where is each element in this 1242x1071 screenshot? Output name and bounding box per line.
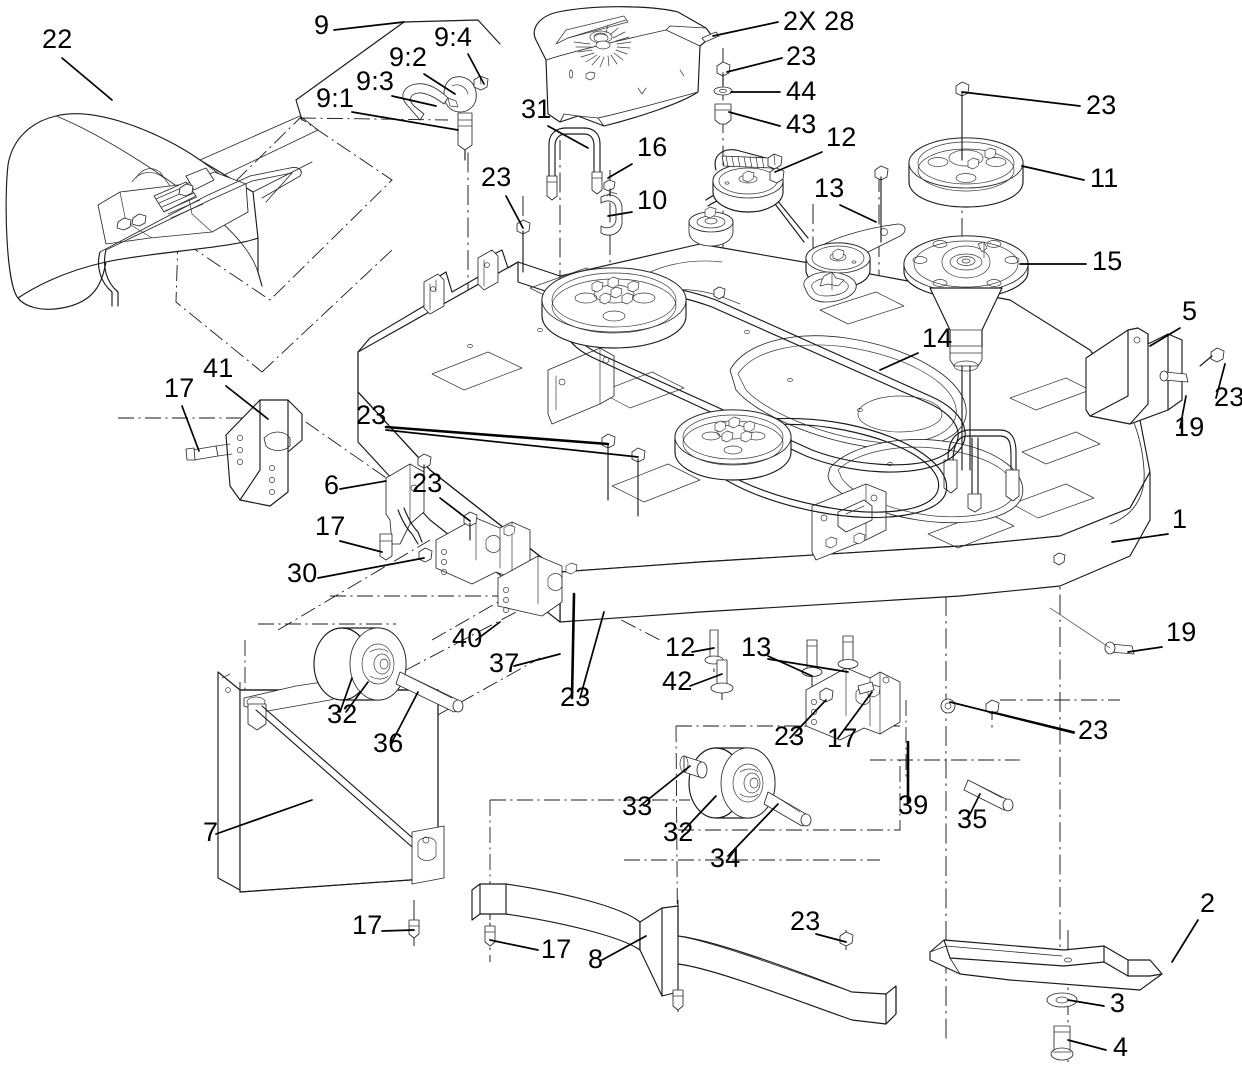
callout-23-top: 23 — [786, 41, 816, 71]
callout-40: 40 — [452, 623, 482, 653]
callout-6: 6 — [324, 470, 339, 500]
deck-lift-bars — [943, 429, 1020, 513]
part-13-idler-arm-pulley — [803, 223, 906, 303]
callout-36: 36 — [373, 728, 403, 758]
callout-31: 31 — [521, 94, 551, 124]
callout-10: 10 — [637, 185, 667, 215]
part-19-bumper-front — [1049, 607, 1135, 655]
part-8-front-baffle — [471, 883, 897, 1025]
part-15-spindle-assembly — [903, 235, 1029, 471]
part-32-roller-center — [688, 747, 776, 819]
callout-23-m1: 23 — [481, 162, 511, 192]
callout-9-4: 9:4 — [434, 22, 472, 52]
callout-19-a: 19 — [1174, 412, 1204, 442]
callout-7: 7 — [203, 817, 218, 847]
callout-12-b: 12 — [665, 632, 695, 662]
callout-1: 1 — [1172, 504, 1187, 534]
callout-23-m2: 23 — [356, 400, 386, 430]
part-31-wire-rod — [546, 127, 603, 201]
part-2-cutting-blade — [929, 939, 1163, 991]
callout-30: 30 — [287, 558, 317, 588]
callout-9-2: 9:2 — [389, 42, 427, 72]
callout-13-a: 13 — [814, 173, 844, 203]
callout-37: 37 — [489, 648, 519, 678]
callout-3: 3 — [1110, 988, 1125, 1018]
callout-2x-28: 2X 28 — [783, 6, 855, 36]
callout-17-a: 17 — [164, 373, 194, 403]
part-34-roller-shaft-center — [763, 791, 812, 827]
callout-14: 14 — [922, 323, 952, 353]
callout-23-tr: 23 — [1086, 90, 1116, 120]
leader-line-group — [61, 21, 1226, 1051]
callout-44: 44 — [786, 76, 816, 106]
callout-23-m4: 23 — [560, 682, 590, 712]
callout-13-b: 13 — [741, 632, 771, 662]
part-3-blade-washer — [1046, 992, 1078, 1008]
part-40-roller-bracket — [435, 517, 531, 585]
callout-16: 16 — [637, 132, 667, 162]
part-37-roller-bracket — [497, 555, 578, 617]
callout-41: 41 — [203, 353, 233, 383]
part-4-blade-bolt — [1050, 1025, 1074, 1061]
callout-12-a: 12 — [826, 122, 856, 152]
callout-22: 22 — [42, 24, 72, 54]
part-36-roller-shaft-left — [395, 671, 464, 713]
part-12-idler-pulley-spring — [712, 149, 785, 213]
callout-23-br: 23 — [1078, 715, 1108, 745]
callout-label-group: 22 9 9:4 9:2 9:3 9:1 2X 28 23 44 43 12 1… — [42, 6, 1242, 1062]
callout-42: 42 — [662, 666, 692, 696]
callout-9-3: 9:3 — [356, 66, 394, 96]
callout-9-1: 9:1 — [316, 83, 354, 113]
callout-32-b: 32 — [663, 817, 693, 847]
callout-17-e: 17 — [541, 934, 571, 964]
part-10-cable-clamp — [600, 179, 623, 236]
callout-23-bb: 23 — [790, 906, 820, 936]
part-7-roller-arm-assembly — [217, 671, 445, 893]
part-22-discharge-deflector — [5, 113, 319, 310]
callout-39: 39 — [898, 790, 928, 820]
part-39-roller-bracket — [805, 667, 901, 741]
callout-5: 5 — [1182, 296, 1197, 326]
callout-33: 33 — [622, 791, 652, 821]
small-idler-pulley — [688, 206, 734, 247]
callout-17-c: 17 — [827, 723, 857, 753]
callout-17-b: 17 — [315, 511, 345, 541]
callout-8: 8 — [588, 944, 603, 974]
callout-32-a: 32 — [327, 699, 357, 729]
callout-17-d: 17 — [352, 910, 382, 940]
callout-4: 4 — [1113, 1032, 1128, 1062]
callout-2: 2 — [1200, 888, 1215, 918]
callout-19-b: 19 — [1166, 617, 1196, 647]
callout-23-b: 23 — [774, 721, 804, 751]
warning-decal — [573, 24, 632, 68]
part-30-fastener — [418, 547, 433, 563]
callout-23-r: 23 — [1214, 382, 1242, 412]
part-28-belt-cover — [533, 6, 720, 127]
part-32-roller-left — [313, 627, 407, 701]
part-6-lever-bracket — [379, 463, 425, 561]
part-5-mount-bracket — [1085, 327, 1225, 425]
callout-34: 34 — [710, 843, 740, 873]
part-33-roller-spacer — [679, 755, 708, 779]
deck-spindle-pulley-front — [674, 409, 792, 481]
part-11-drive-pulley — [908, 137, 1024, 208]
callout-9: 9 — [314, 10, 329, 40]
part-41-height-bracket — [185, 399, 303, 507]
callout-11: 11 — [1090, 163, 1118, 193]
callout-43: 43 — [786, 109, 816, 139]
callout-15: 15 — [1092, 246, 1122, 276]
callout-35: 35 — [957, 804, 987, 834]
callout-23-m3: 23 — [412, 468, 442, 498]
deck-spindle-pulley-rear — [541, 267, 687, 349]
